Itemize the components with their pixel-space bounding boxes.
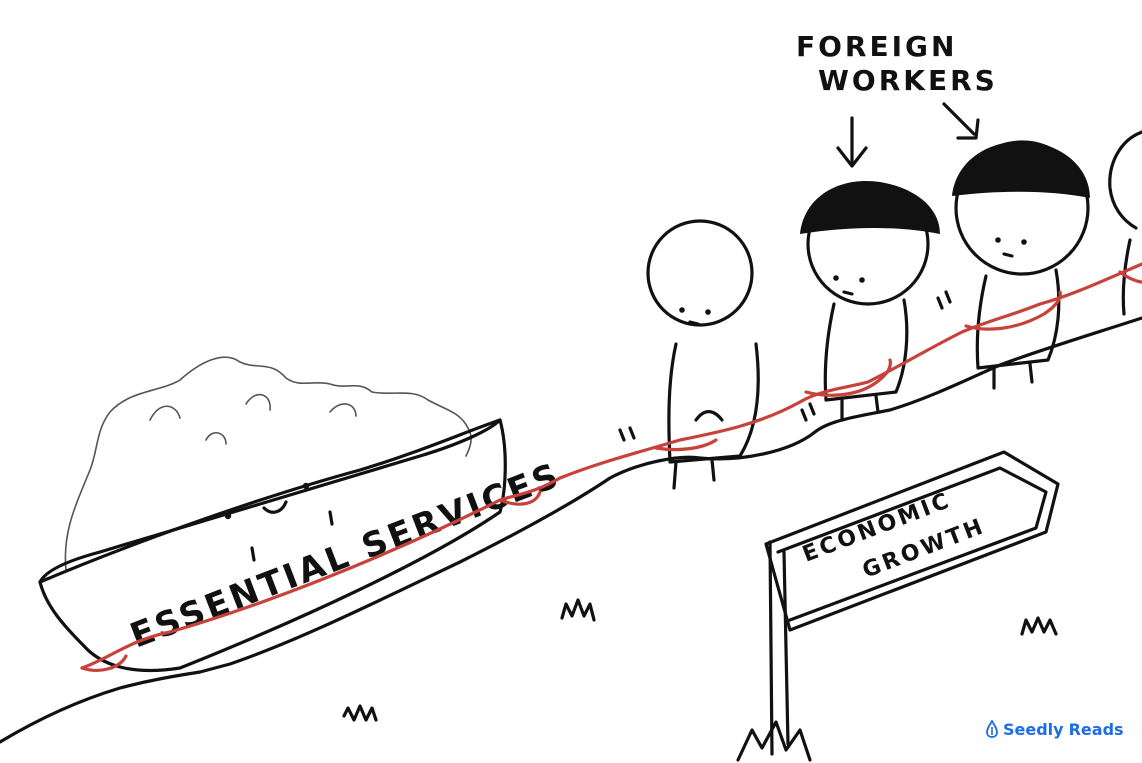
bowl-body: [38, 418, 507, 673]
worker-plain: [618, 219, 760, 490]
bowl-smile: [262, 500, 288, 514]
grass-tuft: [736, 720, 812, 762]
signpost-board: [764, 450, 1060, 632]
bowl: ESSENTIAL SERVICES: [38, 356, 566, 673]
rope-loop: [80, 270, 1142, 672]
bowl-eye-right: [302, 482, 310, 490]
rope: [80, 262, 1142, 670]
seedly-drop-icon: [986, 720, 998, 738]
grass-tuft: [560, 598, 596, 622]
arrow-diagonal-icon: [942, 102, 980, 140]
brand-word-2: Reads: [1068, 719, 1124, 739]
worker-capped: [936, 140, 1090, 390]
signpost-pole: [768, 540, 790, 756]
worker-capped: [800, 180, 940, 422]
grass-tuft: [342, 704, 378, 722]
hill-line: [0, 316, 1142, 744]
signpost: ECONOMIC GROWTH: [764, 450, 1060, 756]
brand-word-1: Seedly: [1003, 719, 1064, 739]
bowl-sweat: [250, 510, 334, 562]
cap: [952, 141, 1090, 198]
foreign-label-line2: WORKERS: [818, 64, 998, 97]
bowl-contents: [64, 356, 472, 571]
worker-partial: [1108, 130, 1142, 316]
foreign-label-line1: FOREIGN: [796, 30, 957, 63]
signpost-board-edge: [776, 466, 1048, 622]
bowl-rim: [38, 418, 502, 584]
bowl-contents-detail: [149, 393, 357, 445]
grass-tuft: [1020, 616, 1058, 636]
bowl-eye-left: [224, 512, 232, 520]
arrow-down-icon: [836, 116, 868, 168]
brand-logo: Seedly Reads: [986, 717, 1124, 741]
